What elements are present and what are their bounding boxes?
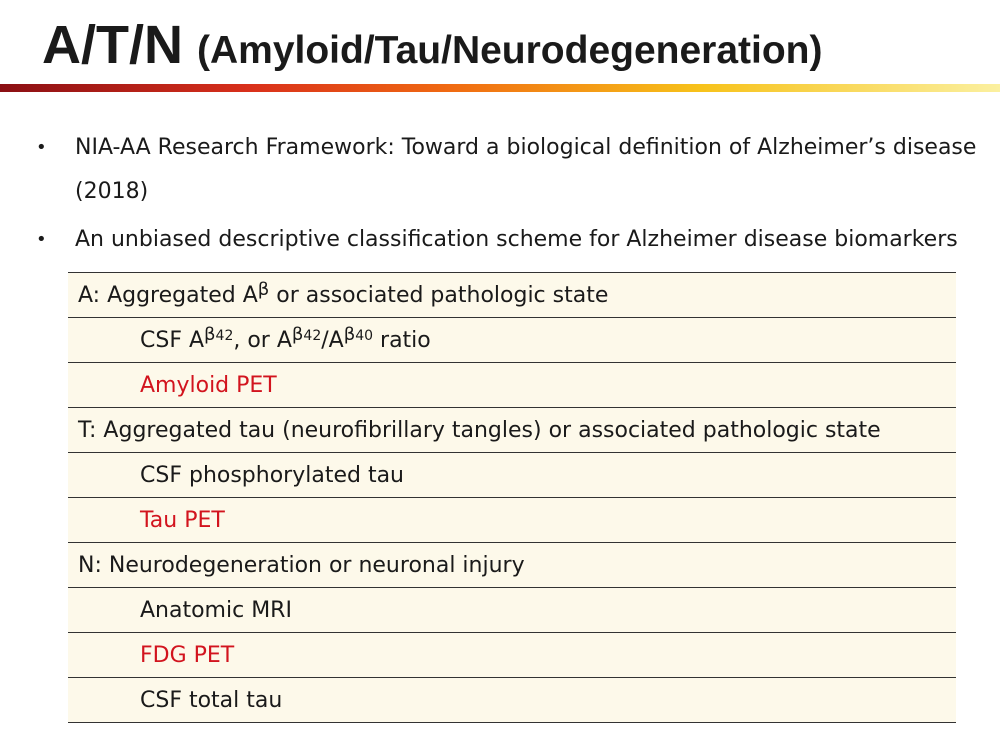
beta-symbol: β xyxy=(291,323,304,345)
table-row-category-a: A: Aggregated Aβ or associated pathologi… xyxy=(68,272,956,318)
biomarker-table: A: Aggregated Aβ or associated pathologi… xyxy=(68,272,956,723)
bullet-text: An unbiased descriptive classification s… xyxy=(75,227,958,252)
table-cell: Amyloid PET xyxy=(68,362,956,408)
bullet-text: NIA-AA Research Framework: Toward a biol… xyxy=(75,135,977,204)
title-subtitle: (Amyloid/Tau/Neurodegeneration) xyxy=(197,29,823,72)
csf-abeta-separator: , or A xyxy=(233,327,292,353)
bullet-list: • NIA-AA Research Framework: Toward a bi… xyxy=(36,126,986,266)
superscript-42: 42 xyxy=(215,327,234,344)
table-cell: CSF phosphorylated tau xyxy=(68,452,956,498)
bullet-dot-icon: • xyxy=(36,229,47,250)
csf-abeta-suffix: ratio xyxy=(373,327,431,353)
table-row-csf-total-tau: CSF total tau xyxy=(68,677,956,723)
table-cell: Tau PET xyxy=(68,497,956,543)
beta-symbol: β xyxy=(204,323,216,345)
beta-symbol: β xyxy=(257,278,270,300)
bullet-dot-icon: • xyxy=(36,137,47,158)
title-main: A/T/N xyxy=(42,15,183,75)
table-cell: CSF Aβ42, or Aβ42/Aβ40 ratio xyxy=(68,317,956,363)
table-row-category-n: N: Neurodegeneration or neuronal injury xyxy=(68,542,956,588)
bullet-item: • NIA-AA Research Framework: Toward a bi… xyxy=(36,126,986,214)
table-row-csf-ptau: CSF phosphorylated tau xyxy=(68,452,956,498)
superscript-40: 40 xyxy=(355,327,374,344)
beta-symbol: β xyxy=(343,323,356,345)
table-row-fdg-pet: FDG PET xyxy=(68,632,956,678)
ratio-slash: /A xyxy=(321,327,344,353)
superscript-42: 42 xyxy=(303,327,322,344)
csf-abeta-text: CSF A xyxy=(140,327,205,353)
table-row-tau-pet: Tau PET xyxy=(68,497,956,543)
table-row-csf-abeta: CSF Aβ42, or Aβ42/Aβ40 ratio xyxy=(68,317,956,363)
category-a-label: A: Aggregated A xyxy=(78,282,258,308)
title-gradient-bar xyxy=(0,84,1000,92)
table-cell: T: Aggregated tau (neurofibrillary tangl… xyxy=(68,407,956,453)
bullet-item: • An unbiased descriptive classification… xyxy=(36,218,986,262)
table-cell: A: Aggregated Aβ or associated pathologi… xyxy=(68,272,956,318)
table-row-category-t: T: Aggregated tau (neurofibrillary tangl… xyxy=(68,407,956,453)
table-cell: FDG PET xyxy=(68,632,956,678)
table-cell: N: Neurodegeneration or neuronal injury xyxy=(68,542,956,588)
category-a-suffix: or associated pathologic state xyxy=(269,282,609,308)
table-cell: CSF total tau xyxy=(68,677,956,723)
table-row-amyloid-pet: Amyloid PET xyxy=(68,362,956,408)
table-row-anatomic-mri: Anatomic MRI xyxy=(68,587,956,633)
table-cell: Anatomic MRI xyxy=(68,587,956,633)
slide-title: A/T/N (Amyloid/Tau/Neurodegeneration) xyxy=(42,14,823,76)
